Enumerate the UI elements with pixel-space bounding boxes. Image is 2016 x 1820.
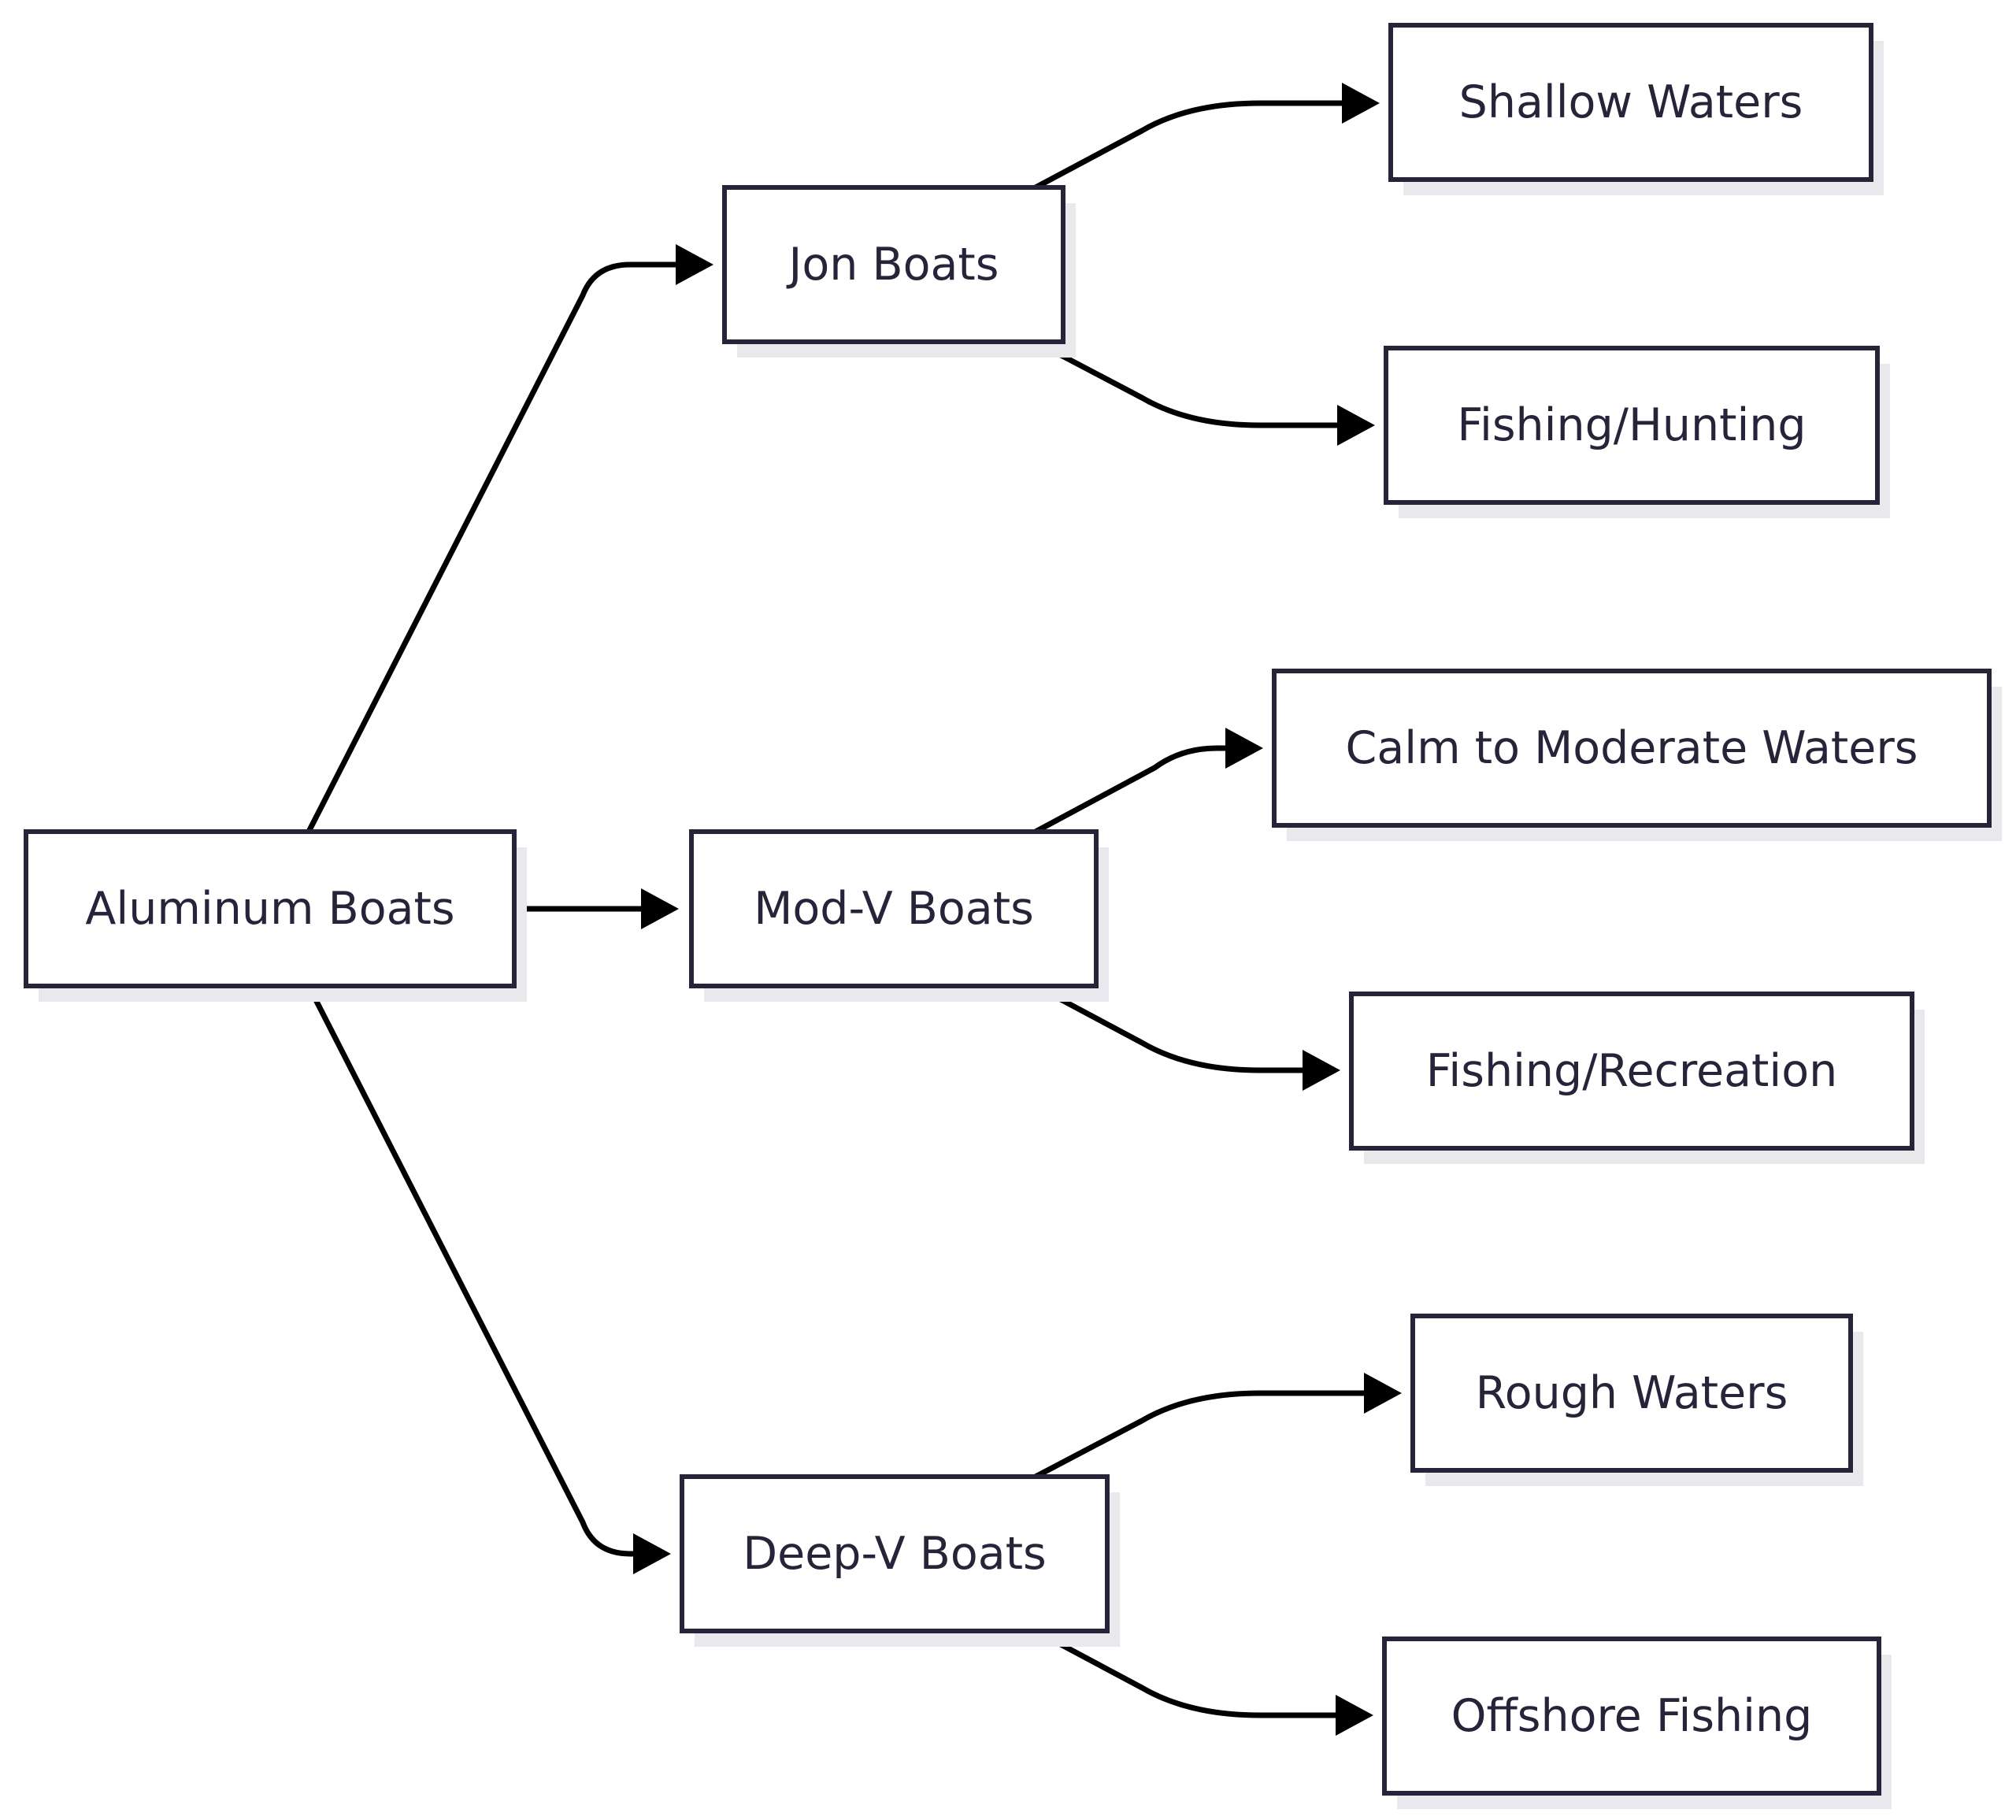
node-offshore[interactable]: Offshore Fishing — [1382, 1637, 1892, 1809]
arrowhead-icon — [1336, 1695, 1373, 1736]
edge-deepv-to-offshore — [1034, 1628, 1373, 1736]
node-label: Aluminum Boats — [85, 883, 454, 935]
arrowhead-icon — [641, 888, 679, 929]
node-box[interactable] — [24, 829, 517, 988]
edge-line — [1034, 1390, 1364, 1480]
edge-jon-to-shallow — [1034, 83, 1380, 191]
node-aluminum[interactable]: Aluminum Boats — [24, 829, 527, 1002]
node-box[interactable] — [1410, 1314, 1853, 1473]
edge-line — [1034, 983, 1303, 1073]
node-modv[interactable]: Mod-V Boats — [689, 829, 1109, 1002]
edge-line — [306, 984, 633, 1557]
edge-deepv-to-rough — [1034, 1373, 1402, 1480]
node-label: Fishing/Recreation — [1426, 1045, 1837, 1097]
arrowhead-icon — [1342, 83, 1380, 124]
node-box[interactable] — [1388, 23, 1873, 182]
node-box[interactable] — [1349, 992, 1914, 1151]
node-calm[interactable]: Calm to Moderate Waters — [1272, 669, 2002, 841]
node-box[interactable] — [1382, 1637, 1881, 1796]
edge-modv-to-fishrec — [1034, 983, 1340, 1091]
edge-line — [306, 261, 676, 833]
arrowhead-icon — [1364, 1373, 1402, 1414]
edge-aluminum-to-deepv — [306, 984, 671, 1574]
edge-line — [1034, 745, 1225, 835]
node-box[interactable] — [680, 1474, 1110, 1633]
node-label: Shallow Waters — [1459, 76, 1803, 128]
node-box[interactable] — [1384, 346, 1880, 505]
edge-line — [1034, 100, 1342, 191]
node-label: Offshore Fishing — [1451, 1690, 1813, 1742]
edge-aluminum-to-jon — [306, 244, 713, 833]
edge-jon-to-fishhunt — [1034, 339, 1375, 446]
node-deepv[interactable]: Deep-V Boats — [680, 1474, 1120, 1647]
node-fishrec[interactable]: Fishing/Recreation — [1349, 992, 1925, 1164]
arrowhead-icon — [1225, 728, 1263, 769]
node-jon[interactable]: Jon Boats — [722, 185, 1076, 358]
node-box[interactable] — [722, 185, 1065, 344]
node-box[interactable] — [689, 829, 1099, 988]
edge-aluminum-to-modv — [514, 888, 679, 929]
node-label: Mod-V Boats — [754, 883, 1034, 935]
node-box[interactable] — [1272, 669, 1992, 828]
arrowhead-icon — [676, 244, 713, 285]
edges-layer — [306, 83, 1402, 1736]
node-label: Fishing/Hunting — [1457, 399, 1806, 451]
node-fishhunt[interactable]: Fishing/Hunting — [1384, 346, 1890, 518]
node-label: Jon Boats — [787, 239, 999, 291]
arrowhead-icon — [1303, 1050, 1340, 1091]
node-label: Deep-V Boats — [743, 1528, 1047, 1580]
node-label: Rough Waters — [1476, 1367, 1788, 1419]
arrowhead-icon — [1337, 405, 1375, 446]
edge-modv-to-calm — [1034, 728, 1263, 835]
node-label: Calm to Moderate Waters — [1346, 722, 1918, 774]
edge-line — [1034, 339, 1337, 428]
node-shallow[interactable]: Shallow Waters — [1388, 23, 1884, 195]
node-rough[interactable]: Rough Waters — [1410, 1314, 1863, 1486]
arrowhead-icon — [633, 1533, 671, 1574]
edge-line — [1034, 1628, 1336, 1718]
